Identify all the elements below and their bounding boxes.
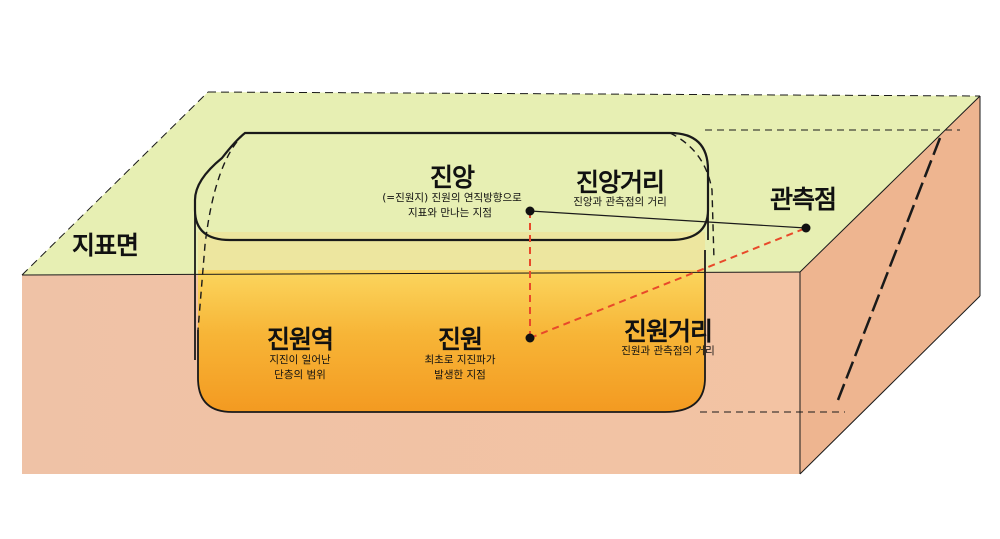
focal-region-fade [198,232,705,272]
hypocenter-desc-line1: 최초로 지진파가 [424,354,496,366]
hypocentral-distance-line [529,227,807,339]
focal-region-desc-line1: 지진이 일어난 [269,354,331,366]
focal-region-title: 진원역 [266,325,334,354]
observation-point-label: 관측점 [769,185,837,214]
hypocentral-distance-title: 진원거리 [623,317,713,346]
epicentral-distance-title: 진앙거리 [575,168,665,197]
hypocenter-title: 진원 [437,325,483,354]
epicentral-distance-line [529,210,807,229]
hypocenter-point [525,333,535,343]
focal-region-surface-outline [193,131,710,242]
hypocenter-desc-line2: 발생한 지점 [434,369,486,381]
epicenter-desc-line2: 지표와 만나는 지점 [408,207,492,219]
focal-region-outline [194,129,960,413]
epicentral-distance-desc: 진앙과 관측점의 거리 [573,196,667,208]
block-edges [21,91,981,475]
focal-region-desc-line2: 단층의 범위 [274,369,326,381]
epicenter-desc-line1: (=진원지) 진원의 연직방향으로 [382,192,522,204]
ground-surface-label: 지표면 [72,231,139,260]
hypocentral-distance-desc: 진원과 관측점의 거리 [621,345,715,357]
ground-surface-plane [22,92,980,275]
side-face [800,96,980,474]
epicenter-title: 진앙 [429,163,475,192]
observation-point [801,223,811,233]
focal-region-body [198,270,705,412]
epicenter-point [525,206,535,216]
